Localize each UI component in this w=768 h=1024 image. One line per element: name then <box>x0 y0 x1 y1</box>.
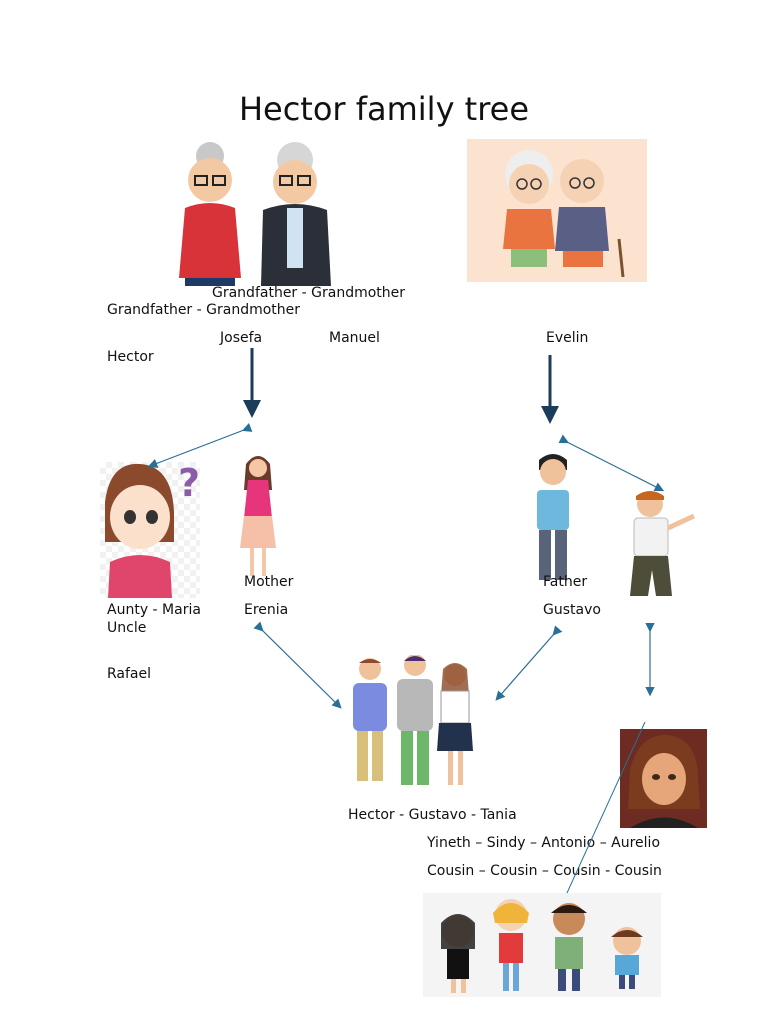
cousins-image <box>441 899 643 993</box>
page-title: Hector family tree <box>238 90 530 128</box>
grandparents-right-bg <box>467 139 647 282</box>
mother-label: Mother <box>244 574 294 590</box>
siblings-label: Hector - Gustavo - Tania <box>348 807 517 823</box>
josefa-label: Josefa <box>220 330 263 346</box>
aunty-image: ? <box>105 462 200 598</box>
arrow-father-siblings <box>495 625 563 701</box>
cousin-roles-label: Cousin – Cousin – Cousin - Cousin <box>427 863 662 879</box>
woman-portrait-image <box>628 734 700 828</box>
grandparents-left-label: Grandfather - Grandmother <box>212 285 406 301</box>
arrow-mother-siblings <box>253 621 342 709</box>
aunty-maria-label: Aunty - Maria <box>107 602 201 618</box>
father-image <box>537 454 569 580</box>
erenia-label: Erenia <box>244 602 289 618</box>
evelin-label: Evelin <box>546 330 589 346</box>
gustavo-label: Gustavo <box>543 602 601 618</box>
rafael-label: Rafael <box>107 666 152 682</box>
svg-text:?: ? <box>178 462 200 505</box>
man-pointing-image <box>630 491 696 596</box>
grandparents-left-image <box>179 142 331 286</box>
arrow-aunty-mother <box>147 422 253 468</box>
siblings-image <box>353 655 473 785</box>
mother-image <box>240 456 276 576</box>
uncle-label: Uncle <box>107 620 147 636</box>
hector-label: Hector <box>107 349 154 365</box>
grandparents-right-image <box>503 150 625 278</box>
father-label: Father <box>543 574 588 590</box>
cousin-names-label: Yineth – Sindy – Antonio – Aurelio <box>427 835 661 851</box>
grandparents-right-label: Grandfather - Grandmother <box>107 302 301 318</box>
manuel-label: Manuel <box>329 330 380 346</box>
